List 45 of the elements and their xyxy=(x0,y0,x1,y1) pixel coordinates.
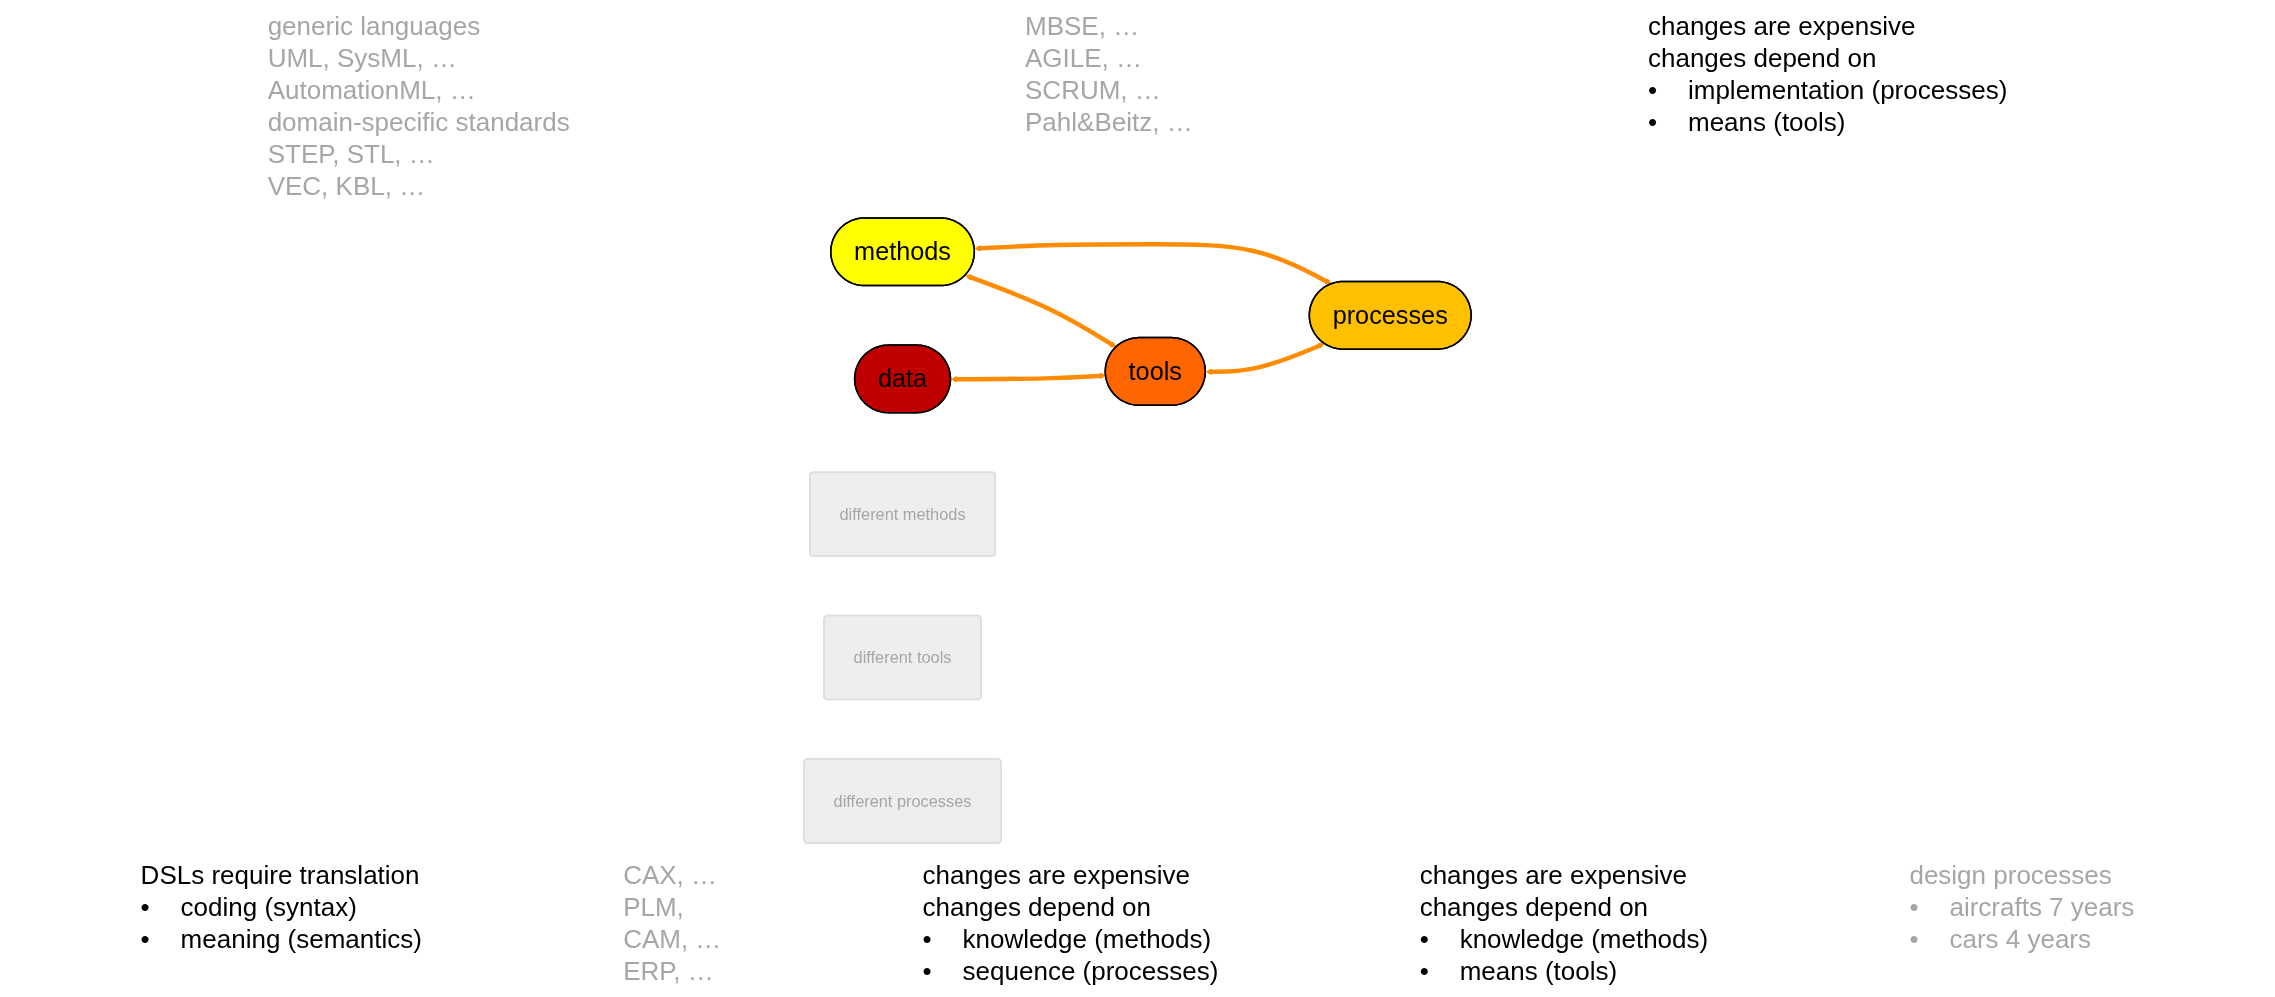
bullet-text: knowledge (methods) xyxy=(1459,923,1709,955)
note-text: changes are expensive xyxy=(1419,859,1689,891)
bullet-text: means (tools) xyxy=(1687,106,1846,138)
bullet-marker: • xyxy=(1419,955,1430,987)
arrow xyxy=(1205,342,1325,376)
bullet-marker: • xyxy=(140,891,151,923)
bullet-marker: • xyxy=(1647,106,1659,138)
note-text: SCRUM, … xyxy=(1025,74,1162,106)
note-text: DSLs require translation xyxy=(140,859,421,891)
bullet-marker: • xyxy=(1647,74,1659,106)
bullet-marker: • xyxy=(922,955,933,987)
note-text: design processes xyxy=(1909,859,2113,891)
bullet-marker: • xyxy=(1419,923,1430,955)
note-text: VEC, KBL, … xyxy=(267,170,427,202)
bullet-marker: • xyxy=(1909,891,1920,923)
bullet-marker: • xyxy=(1909,923,1920,955)
note-text: changes are expensive xyxy=(1647,10,1917,42)
note-text: AGILE, … xyxy=(1025,42,1144,74)
bullet-marker: • xyxy=(922,923,933,955)
note-text: Pahl&Beitz, … xyxy=(1025,106,1193,138)
bullet-text: implementation (processes) xyxy=(1687,74,2008,106)
note-text: changes are expensive xyxy=(922,859,1191,891)
note-text: PLM, xyxy=(623,891,685,923)
bullet-marker: • xyxy=(140,923,151,955)
note-text: CAM, … xyxy=(623,923,722,955)
arrow xyxy=(965,274,1117,348)
note-text: generic languages xyxy=(267,10,482,42)
note-text: changes depend on xyxy=(1647,42,1878,74)
note-text: changes depend on xyxy=(1419,891,1650,923)
note-text: domain-specific standards xyxy=(267,106,570,138)
note-text: MBSE, … xyxy=(1025,10,1141,42)
note-text: UML, SysML, … xyxy=(267,42,458,74)
bullet-text: means (tools) xyxy=(1459,955,1618,987)
bullet-text: aircrafts 7 years xyxy=(1949,891,2135,923)
note-text: STEP, STL, … xyxy=(267,138,436,170)
bullet-text: cars 4 years xyxy=(1949,923,2092,955)
arrow xyxy=(974,242,1332,285)
note-text: AutomationML, … xyxy=(267,74,477,106)
bullet-text: coding (syntax) xyxy=(180,891,357,923)
bullet-text: knowledge (methods) xyxy=(962,923,1212,955)
bullet-text: meaning (semantics) xyxy=(180,923,422,955)
note-text: CAX, … xyxy=(623,859,719,891)
note-text: ERP, … xyxy=(623,955,715,987)
note-text: changes depend on xyxy=(922,891,1153,923)
bullet-text: sequence (processes) xyxy=(962,955,1219,987)
